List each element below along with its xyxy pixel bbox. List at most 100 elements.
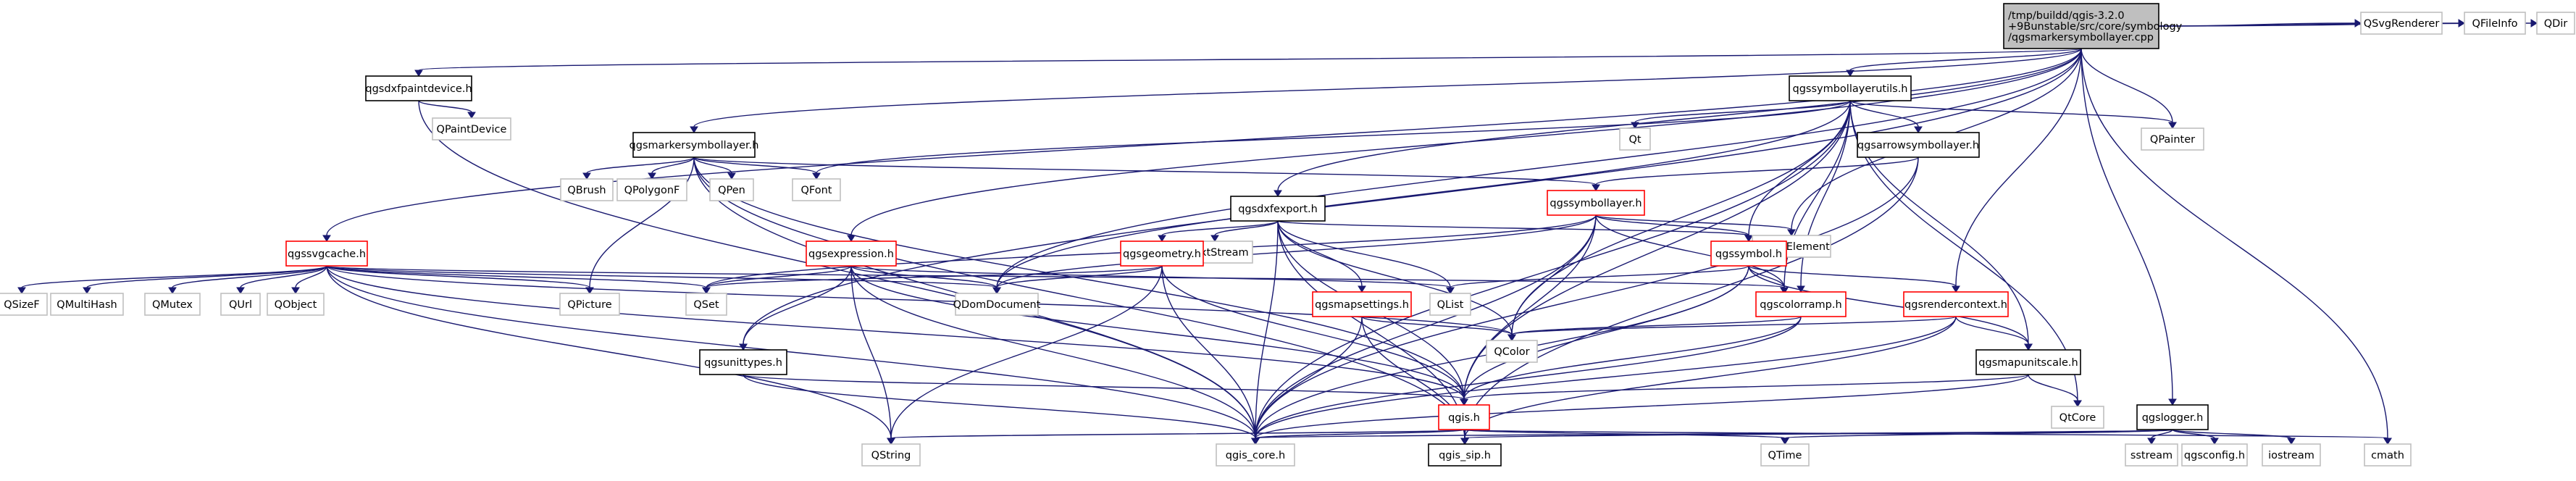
edge-qgssvgcache-h-to-qgis-h [326,265,1468,406]
edge-qgsmapunitscale-h-to-qtcore [2028,374,2082,407]
node-box[interactable] [2136,404,2209,430]
node-box[interactable] [285,240,368,267]
node-label: QString [871,450,911,461]
node-qgsmarkersymbollayer-h[interactable]: qgsmarkersymbollayer.h [630,132,759,158]
node-qmutex: QMutex [144,293,201,316]
node-qgsunittypes-h[interactable]: qgsunittypes.h [699,349,787,375]
node-qgssymbol-h[interactable]: qgssymbol.h [1710,240,1787,267]
node-qgsrendercontext-h[interactable]: qgsrendercontext.h [1903,291,2009,317]
node-label: qgsmapsettings.h [1315,299,1409,311]
node-qgsdxfpaintdevice-h[interactable]: qgsdxfpaintdevice.h [365,75,472,101]
node-box[interactable] [1903,291,2009,317]
node-box[interactable] [632,132,756,158]
node-qgis-h[interactable]: qgis.h [1438,404,1490,430]
edge-qgssymbollayerutils-h-to-qpainter [1849,100,2177,129]
node-qtime: QTime [1760,443,1810,467]
edge-root-to-qgsexpression-h [847,48,2082,242]
node-box[interactable] [2003,3,2159,49]
node-qsizef: QSizeF [0,293,48,316]
node-qgssymbollayer-h[interactable]: qgssymbollayer.h [1547,190,1645,216]
edge-qgsgeometry-h-to-qdomdocument [992,265,1163,294]
node-box [2125,443,2178,467]
node-box[interactable] [1975,349,2081,375]
node-qfileinfo: QFileInfo [2464,12,2526,35]
edge-qgssvgcache-h-to-qmultihash [83,265,327,294]
node-label: QPen [718,185,745,196]
node-qgssymbollayerutils-h[interactable]: qgssymbollayerutils.h [1789,75,1912,101]
node-box[interactable] [1428,443,1502,467]
node-label: qgssymbollayerutils.h [1793,83,1908,95]
edge-qgssymbollayer-h-to-qgssymbol-h [1595,214,1753,242]
node-label: QPaintDevice [437,124,507,135]
node-qset: QSet [685,293,727,316]
node-label: qgssymbollayer.h [1550,198,1642,209]
node-box[interactable] [806,240,897,267]
node-label: QFileInfo [2472,18,2517,30]
node-qurl: QUrl [220,293,261,316]
node-box[interactable] [1230,196,1326,222]
node-box[interactable] [1438,404,1490,430]
node-qgsdxfexport-h[interactable]: qgsdxfexport.h [1230,196,1326,222]
node-label: qgsarrowsymbollayer.h [1857,140,1979,151]
node-qgsarrowsymbollayer-h[interactable]: qgsarrowsymbollayer.h [1857,132,1980,158]
node-box [685,293,727,316]
node-box[interactable] [1547,190,1645,216]
edge-qgssvgcache-h-to-qmutex [168,265,327,294]
node-box [2141,127,2204,151]
node-qmultihash: QMultiHash [50,293,124,316]
node-box[interactable] [1755,291,1847,317]
node-box[interactable] [1710,240,1787,267]
node-label: QDir [2544,18,2568,30]
node-label: QMultiHash [57,299,117,311]
node-qstring: QString [861,443,921,467]
node-qgsexpression-h[interactable]: qgsexpression.h [806,240,897,267]
node-label: QList [1437,299,1464,311]
node-root[interactable]: /tmp/buildd/qgis-3.2.0+9Bunstable/src/co… [2003,3,2183,49]
node-label: QPainter [2150,134,2195,146]
node-box[interactable] [699,349,787,375]
node-box [220,293,261,316]
node-label: QDomDocument [953,299,1041,311]
node-box [616,178,687,201]
node-label: qgsexpression.h [808,248,894,260]
node-qgsmapsettings-h[interactable]: qgsmapsettings.h [1312,291,1412,317]
node-label: qgsconfig.h [2184,450,2245,461]
node-qgsmapunitscale-h[interactable]: qgsmapunitscale.h [1975,349,2081,375]
edge-qgssvgcache-h-to-qurl [236,265,327,294]
node-qgsgeometry-h[interactable]: qgsgeometry.h [1120,240,1204,267]
node-qgis-core-h: qgis_core.h [1216,443,1295,467]
node-label: qgis.h [1448,412,1480,424]
node-label: qgis_sip.h [1439,450,1491,461]
edge-root-to-qgssymbollayerutils-h [1846,48,2082,77]
node-qpainter: QPainter [2141,127,2204,151]
node-qgis-sip-h[interactable]: qgis_sip.h [1428,443,1502,467]
node-qgslogger-h[interactable]: qgslogger.h [2136,404,2209,430]
node-box[interactable] [1857,132,1980,158]
edge-qgsgeometry-h-to-qset [702,265,1163,294]
node-label: qgsrendercontext.h [1904,299,2007,311]
node-box[interactable] [1120,240,1204,267]
node-label: QColor [1494,346,1529,358]
node-box[interactable] [365,75,472,101]
node-qgssvgcache-h[interactable]: qgssvgcache.h [285,240,368,267]
edge-qgsmapsettings-h-to-qgis-core-h [1251,316,1363,445]
node-label: QPicture [567,299,611,311]
node-box [1619,127,1651,151]
node-box [955,293,1039,316]
node-qgscolorramp-h[interactable]: qgscolorramp.h [1755,291,1847,317]
node-label: /qgsmarkersymbollayer.cpp [2008,32,2154,43]
edge-qgssymbol-h-to-qgsrendercontext-h [1748,265,1960,293]
node-box [144,293,201,316]
node-box[interactable] [1312,291,1412,317]
edge-qgssymbollayerutils-h-to-qgsarrowsymbollayer-h [1849,100,1923,133]
edge-qgis-h-to-qstring [887,429,1465,445]
node-box[interactable] [1789,75,1912,101]
node-label: QBrush [567,185,606,196]
node-box [2360,12,2443,35]
edge-qgslogger-h-to-sstream [2147,429,2173,445]
node-box [709,178,754,201]
nodes-layer: /tmp/buildd/qgis-3.2.0+9Bunstable/src/co… [0,3,2575,467]
edge-qgssvgcache-h-to-qobject [291,265,327,294]
node-label: /tmp/buildd/qgis-3.2.0 [2008,10,2125,22]
